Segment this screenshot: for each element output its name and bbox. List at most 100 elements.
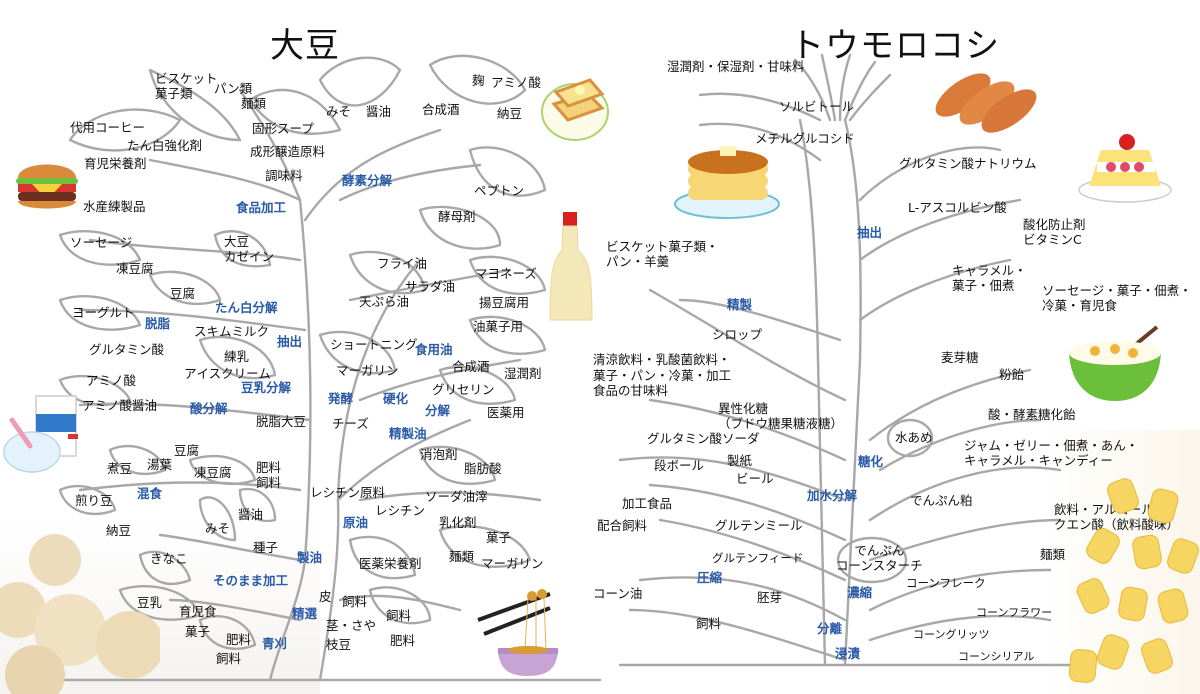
product-lecithin-material: レシチン原料 (310, 485, 386, 500)
process-crude-oil: 原油 (343, 515, 369, 530)
soy-leaf (418, 445, 497, 485)
corn-product-feed: 飼料 (696, 616, 722, 631)
product-solid-soup: 固形スープ (252, 121, 314, 136)
soy-leaf (468, 255, 547, 295)
corn-process-concentrate: 濃縮 (847, 585, 873, 600)
corn-product-corn-oil: コーン油 (593, 586, 643, 601)
product-amino-acid: アミノ酸 (491, 75, 542, 90)
soy-leaf (428, 54, 527, 105)
product-mayonnaise: マヨネーズ (475, 266, 537, 281)
product-feed-3: 飼料 (386, 608, 412, 623)
product-soda-soap: ソーダ油滓 (425, 489, 488, 504)
corn-product-maltose: 麦芽糖 (941, 350, 979, 365)
soy-leaf (348, 250, 427, 295)
product-frozen-tofu: 凍豆腐 (116, 261, 154, 276)
product-bread: パン類 (214, 81, 253, 96)
soy-trunk (58, 198, 602, 682)
product-tofu-2: 豆腐 (174, 443, 200, 458)
product-miso: みそ (326, 104, 352, 119)
process-mixed-food: 混食 (137, 486, 163, 501)
process-as-is: そのまま加工 (213, 573, 289, 588)
product-cheese: チーズ (332, 416, 369, 431)
corn-title: トウモロコシ (790, 26, 1000, 66)
corn-product-msg-soda: グルタミン酸ソーダ (647, 431, 760, 446)
product-margarine: マーガリン (336, 363, 399, 378)
corn-kernels-icon (1068, 478, 1199, 683)
corn-product-soft-drinks: 清涼飲料・乳酸菌飲料・ 菓子・パン・冷菓・加工 食品の甘味料 (593, 352, 732, 398)
soy-leaf (213, 230, 272, 268)
soybeans-icon (0, 534, 160, 694)
product-fatty-acid: 脂肪酸 (464, 461, 502, 476)
product-brewing-material: 成形醸造原料 (250, 144, 326, 159)
product-ice-cream: アイスクリーム (184, 366, 271, 381)
product-lecithin: レシチン (375, 503, 426, 518)
corn-stalk-2 (798, 118, 827, 667)
product-amino-acid-2: アミノ酸 (86, 373, 137, 388)
soy-leaf (368, 586, 432, 625)
product-miso-2: みそ (205, 521, 231, 536)
corn-product-starch-lees: でんぷん粕 (910, 493, 973, 508)
product-fried-tofu-use: 揚豆腐用 (479, 295, 530, 310)
product-seasoning: 調味料 (265, 168, 303, 183)
corn-product-sausage-etc: ソーセージ・菓子・佃煮・ 冷菓・育児食 (1042, 283, 1192, 313)
cereal-bowl-icon (1069, 325, 1161, 401)
product-noodles-2: 麺類 (449, 549, 475, 564)
product-fertilizer-2: 肥料 (390, 633, 416, 648)
corn-product-corn-flour: コーンフラワー (976, 606, 1053, 619)
corn-product-starch-cornstarch: でんぷん コーンスターチ (836, 543, 923, 573)
product-synthetic-sake: 合成酒 (422, 102, 460, 117)
process-edible-oil: 食用油 (415, 342, 453, 357)
soy-leaf (138, 550, 192, 585)
process-green-harvest: 青刈 (262, 636, 288, 651)
hamburger-icon (16, 164, 78, 209)
product-skin: 皮 (319, 589, 332, 604)
corn-product-hfcs: 異性化糖 （ブドウ糖果糖液糖） (718, 401, 844, 431)
product-soy-sauce: 醤油 (366, 104, 392, 119)
process-oil-making: 製油 (297, 550, 323, 565)
soy-leaf (238, 487, 277, 523)
starch-node (836, 536, 908, 584)
corn-process-saccharify: 糖化 (858, 454, 884, 469)
process-acid-decomp: 酸分解 (190, 401, 228, 416)
process-extract: 抽出 (277, 334, 303, 349)
pancake-icon (674, 146, 780, 219)
corn-product-processed-food: 加工食品 (622, 496, 673, 511)
product-noodles: 麺類 (241, 96, 267, 111)
corn-product-starch-syrup: 水あめ (895, 430, 933, 445)
soy-leaf (58, 230, 142, 266)
oil-bottle-icon (549, 212, 593, 321)
corn-process-steep: 浸漬 (835, 646, 861, 661)
corn-product-antioxidant: 酸化防止剤 ビタミンC (1023, 217, 1086, 247)
product-kinako: きなこ (150, 551, 188, 566)
corn-stalk (618, 118, 1072, 667)
process-soymilk-decomp: 豆乳分解 (241, 380, 292, 395)
product-biscuit: ビスケット 菓子類 (155, 71, 218, 101)
soy-leaf (248, 88, 342, 135)
soy-leaf (418, 205, 502, 250)
product-defatted-soy: 脱脂大豆 (256, 414, 307, 429)
corn-product-noodles: 麺類 (1040, 547, 1066, 562)
product-peptone: ペプトン (474, 183, 525, 198)
corn-process-hydrolysis: 加水分解 (807, 488, 858, 503)
corn-process-separate: 分離 (817, 621, 843, 636)
soy-leaf (438, 365, 517, 405)
soy-leaf (68, 108, 182, 152)
corn-product-jam-jelly: ジャム・ゼリー・佃煮・あん・ キャラメル・キャンディー (964, 438, 1139, 468)
soy-leaf (188, 454, 257, 486)
corn-product-methyl-glucoside: メチルグルコシド (755, 131, 855, 146)
product-natto: 納豆 (497, 106, 523, 121)
product-antifoam: 消泡剤 (420, 447, 458, 462)
product-koji: 麹 (472, 73, 485, 88)
product-soymilk: 豆乳 (137, 595, 163, 610)
product-frozen-tofu-2: 凍豆腐 (194, 465, 232, 480)
corn-process-compress: 圧縮 (697, 570, 723, 585)
product-soy-casein: 大豆 カゼイン (224, 234, 275, 264)
product-shortening: ショートニング (330, 337, 418, 352)
process-protein-decomp: たん白分解 (215, 300, 278, 315)
product-tofu: 豆腐 (170, 286, 196, 301)
product-condensed-milk: 練乳 (224, 349, 250, 364)
product-humectant: 湿潤剤 (504, 366, 542, 381)
corn-product-cornflakes: コーンフレーク (906, 576, 986, 590)
corn-product-germ: 胚芽 (757, 590, 783, 605)
natto-bowl-icon (477, 589, 558, 676)
